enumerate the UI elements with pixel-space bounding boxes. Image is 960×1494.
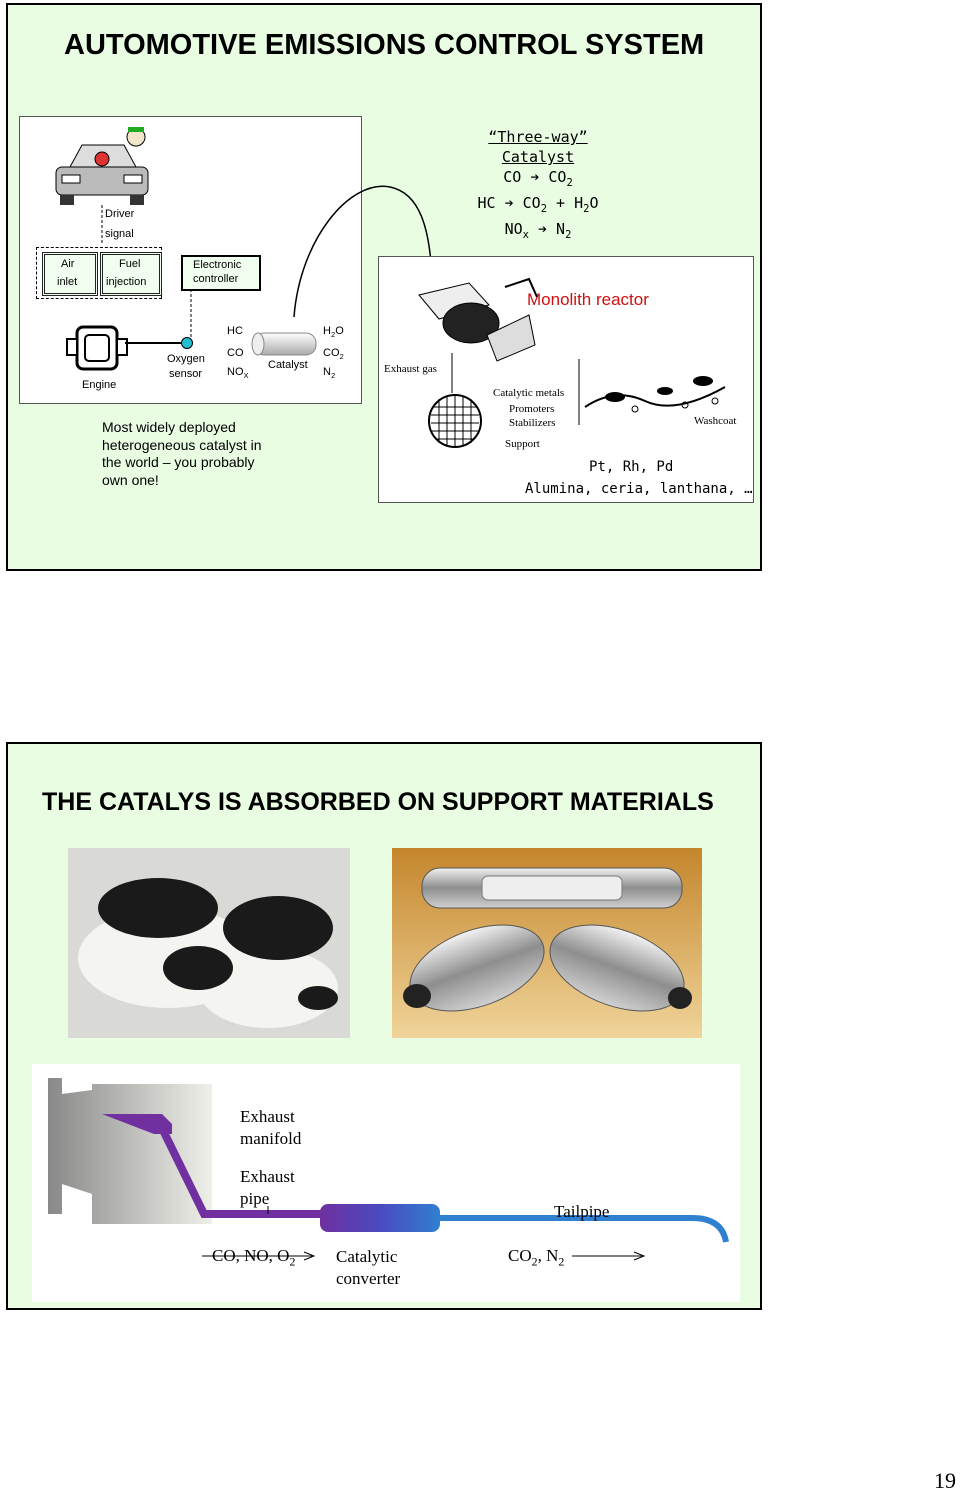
outputs-label: CO2, N2 [508, 1246, 565, 1269]
catalytic-converters-photo [392, 848, 702, 1038]
reactions-heading: “Three-way” Catalyst [488, 128, 588, 166]
air-label: Air [61, 258, 75, 270]
injection-label: injection [106, 276, 147, 288]
n2-label: N2 [323, 366, 336, 381]
catalyst-label: Catalyst [268, 359, 308, 371]
oxygen-label: Oxygen [167, 353, 205, 365]
catalyst-note: Most widely deployed heterogeneous catal… [102, 419, 262, 488]
arrow-right-icon: ➔ [504, 194, 514, 212]
driver-label: Driver [105, 208, 135, 220]
engine-icon [66, 325, 128, 371]
arrow-right-icon: ➔ [530, 168, 540, 186]
catalytic-metals-label: Catalytic metals [493, 387, 565, 399]
fuel-label: Fuel [119, 258, 141, 270]
washcoat-illustration [578, 359, 726, 425]
inputs-label: CO, NO, O2 [212, 1246, 296, 1269]
slide-1: AUTOMOTIVE EMISSIONS CONTROL SYSTEM Driv… [6, 3, 762, 571]
support-list: Alumina, ceria, lanthana, … [525, 481, 753, 497]
co-label: CO [227, 347, 244, 359]
engine-label: Engine [82, 379, 117, 391]
catalyst-cylinder-icon [251, 332, 317, 356]
h2o-label: H2O [323, 325, 344, 340]
signal-label: signal [105, 228, 134, 240]
catalyst-support-pellets-photo [68, 848, 350, 1038]
monolith-illustration [418, 277, 538, 362]
honeycomb-icon [428, 394, 482, 448]
reaction-hc: HC ➔ CO2 + H2O [477, 194, 599, 215]
hc-label: HC [227, 325, 243, 337]
controller-label: controller [193, 273, 239, 285]
exhaust-system-illustration [48, 1078, 729, 1261]
reaction-nox: NOx ➔ N2 [504, 220, 572, 241]
stabilizers-label: Stabilizers [509, 417, 556, 429]
arrow-right-icon: ➔ [538, 220, 548, 238]
emissions-system-diagram: Driver signal Air inlet Fuel injection E… [19, 116, 362, 404]
slide-2: THE CATALYS IS ABSORBED ON SUPPORT MATER… [6, 742, 762, 1310]
tailpipe-label: Tailpipe [554, 1202, 610, 1221]
air-inlet-box: Air inlet [42, 252, 98, 296]
electronic-controller-box: Electronic controller [181, 255, 261, 291]
exhaust-gas-label: Exhaust gas [384, 363, 437, 375]
slide-1-title: AUTOMOTIVE EMISSIONS CONTROL SYSTEM [64, 29, 705, 61]
monolith-title: Monolith reactor [527, 290, 649, 309]
metals-list: Pt, Rh, Pd [589, 459, 674, 475]
reaction-co: CO ➔ CO2 [503, 168, 573, 189]
co2-label: CO2 [323, 347, 344, 362]
washcoat-label: Washcoat [694, 415, 737, 427]
nox-label: NOX [227, 366, 249, 381]
oxygen-sensor-icon [181, 337, 193, 349]
support-label: Support [505, 438, 540, 450]
promoters-label: Promoters [509, 403, 555, 415]
car-driver-illustration [55, 127, 149, 205]
fuel-injection-box: Fuel injection [100, 252, 162, 296]
sensor-label: sensor [169, 368, 203, 380]
inlet-label: inlet [57, 276, 78, 288]
monolith-reactor-panel: Monolith reactor Exhaust gas Catalytic m… [378, 256, 754, 503]
electronic-label: Electronic [193, 259, 242, 271]
slide-2-title: THE CATALYS IS ABSORBED ON SUPPORT MATER… [42, 788, 714, 816]
page-number: 19 [934, 1468, 956, 1493]
three-way-catalyst-reactions: “Three-way” Catalyst CO ➔ CO2 HC ➔ CO2 +… [448, 127, 628, 245]
